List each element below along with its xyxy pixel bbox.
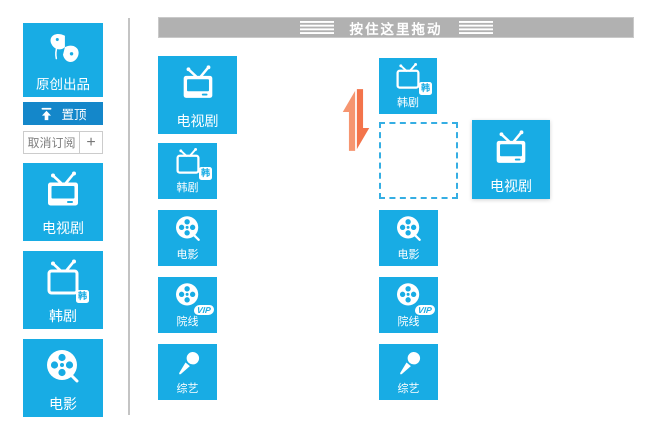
sidebar-tile-movie[interactable]: 电影 xyxy=(23,339,103,417)
pin-to-top-button[interactable]: 置顶 xyxy=(23,102,103,125)
source-tile-movie[interactable]: 电影 xyxy=(158,210,217,266)
tile-label: 电影 xyxy=(176,249,199,261)
microphone-icon xyxy=(158,344,217,384)
source-tile-korean-drama[interactable]: 韩 韩剧 xyxy=(158,143,217,199)
swap-vertical-arrows-icon xyxy=(341,84,371,156)
drop-target-placeholder[interactable] xyxy=(379,122,458,199)
plus-icon: + xyxy=(86,133,96,151)
pin-to-top-label: 置顶 xyxy=(61,108,87,122)
korean-badge: 韩 xyxy=(199,167,212,180)
film-reel-vip-icon: VIP xyxy=(379,277,438,317)
source-tile-tv-series[interactable]: 电视剧 xyxy=(158,56,237,134)
butterfly-logo-icon xyxy=(23,23,103,78)
tv-korean-icon: 韩 xyxy=(158,143,217,183)
target-tile-korean-drama[interactable]: 韩 韩剧 xyxy=(379,58,437,114)
unsubscribe-button[interactable]: 取消订阅 xyxy=(23,131,80,154)
vip-badge: VIP xyxy=(193,305,215,315)
tile-label: 韩剧 xyxy=(49,308,77,324)
vip-badge: VIP xyxy=(414,305,436,315)
logo-label: 原创出品 xyxy=(36,76,90,92)
tile-label: 电视剧 xyxy=(490,178,532,194)
tv-icon xyxy=(472,120,550,179)
tile-label: 韩剧 xyxy=(176,182,199,194)
korean-badge: 韩 xyxy=(76,290,89,303)
tile-label: 电视剧 xyxy=(42,220,84,236)
target-tile-movie[interactable]: 电影 xyxy=(379,210,438,266)
sidebar-tile-tv-series[interactable]: 电视剧 xyxy=(23,163,103,241)
unsubscribe-label: 取消订阅 xyxy=(27,136,76,150)
drag-handle-bar[interactable]: 按住这里拖动 xyxy=(158,17,634,38)
sidebar-tile-korean-drama[interactable]: 韩 韩剧 xyxy=(23,251,103,329)
source-tile-variety[interactable]: 综艺 xyxy=(158,344,217,400)
dragged-tile-tv-series[interactable]: 电视剧 xyxy=(472,120,550,199)
source-tile-cinema[interactable]: VIP 院线 xyxy=(158,277,217,333)
tv-icon xyxy=(158,56,237,114)
tile-label: 院线 xyxy=(176,316,199,328)
tile-label: 电影 xyxy=(49,396,77,412)
film-reel-icon xyxy=(23,339,103,397)
tv-icon xyxy=(23,163,103,221)
target-tile-cinema[interactable]: VIP 院线 xyxy=(379,277,438,333)
tile-label: 院线 xyxy=(397,316,420,328)
tv-korean-icon: 韩 xyxy=(23,251,103,309)
sidebar-logo-tile[interactable]: 原创出品 xyxy=(23,23,103,97)
pin-to-top-icon xyxy=(39,107,54,121)
vertical-divider xyxy=(128,18,130,415)
target-tile-variety[interactable]: 综艺 xyxy=(379,344,438,400)
tile-label: 韩剧 xyxy=(397,97,419,109)
microphone-icon xyxy=(379,344,438,384)
korean-badge: 韩 xyxy=(419,82,432,95)
tile-label: 电影 xyxy=(397,249,420,261)
drag-lines-icon xyxy=(458,21,493,34)
film-reel-icon xyxy=(379,210,438,250)
tile-label: 电视剧 xyxy=(176,113,219,129)
tv-korean-icon: 韩 xyxy=(379,58,437,98)
add-subscription-button[interactable]: + xyxy=(79,131,103,154)
tile-label: 综艺 xyxy=(176,383,199,395)
film-reel-vip-icon: VIP xyxy=(158,277,217,317)
drag-handle-label: 按住这里拖动 xyxy=(349,21,443,37)
film-reel-icon xyxy=(158,210,217,250)
tile-label: 综艺 xyxy=(397,383,420,395)
drag-lines-icon xyxy=(299,21,334,34)
